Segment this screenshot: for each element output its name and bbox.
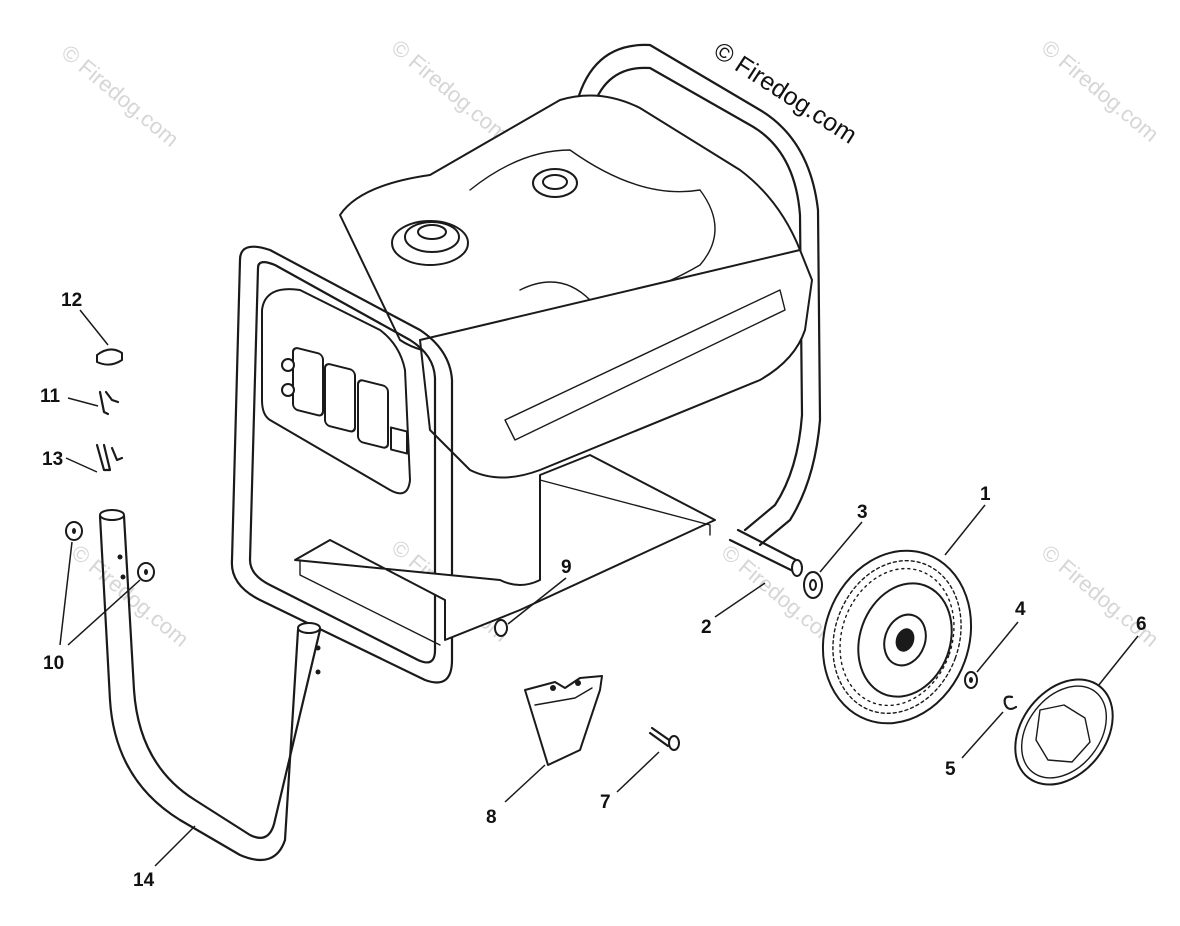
axle (728, 528, 803, 577)
callout-10: 10 (43, 653, 64, 674)
callout-9: 9 (561, 557, 572, 578)
spring-clip (98, 390, 120, 416)
watermark-3: © Firedog.com (1037, 35, 1164, 147)
watermark-1: © Firedog.com (57, 40, 184, 152)
callout-3: 3 (857, 502, 868, 523)
leader-lines (59, 309, 1139, 867)
callout-14: 14 (133, 870, 155, 891)
frame-front-tube (230, 245, 454, 684)
callout-4: 4 (1015, 599, 1026, 620)
handle (98, 509, 322, 862)
watermark-2: © Firedog.com (387, 35, 514, 147)
callout-12: 12 (61, 290, 82, 311)
callout-1: 1 (980, 484, 991, 505)
callout-13: 13 (42, 449, 63, 470)
bolt (648, 726, 680, 751)
base-plate (294, 454, 716, 641)
callout-5: 5 (945, 759, 956, 780)
callout-11: 11 (40, 386, 61, 407)
callout-8: 8 (486, 807, 497, 828)
callout-2: 2 (701, 617, 712, 638)
outlet-group (292, 347, 408, 455)
lock-nut (494, 619, 508, 637)
end-cap (96, 348, 123, 366)
callouts: 1 2 3 4 5 6 7 8 9 10 11 12 13 14 (40, 290, 1147, 891)
hubcap (1014, 678, 1114, 786)
generator-assembly (230, 43, 822, 684)
generator-body (419, 249, 813, 479)
rubber-foot (524, 675, 603, 766)
callout-6: 6 (1136, 614, 1147, 635)
wheel (821, 549, 973, 725)
retaining-clip (1003, 695, 1018, 711)
handle-clip (95, 443, 124, 472)
callout-7: 7 (600, 792, 611, 813)
